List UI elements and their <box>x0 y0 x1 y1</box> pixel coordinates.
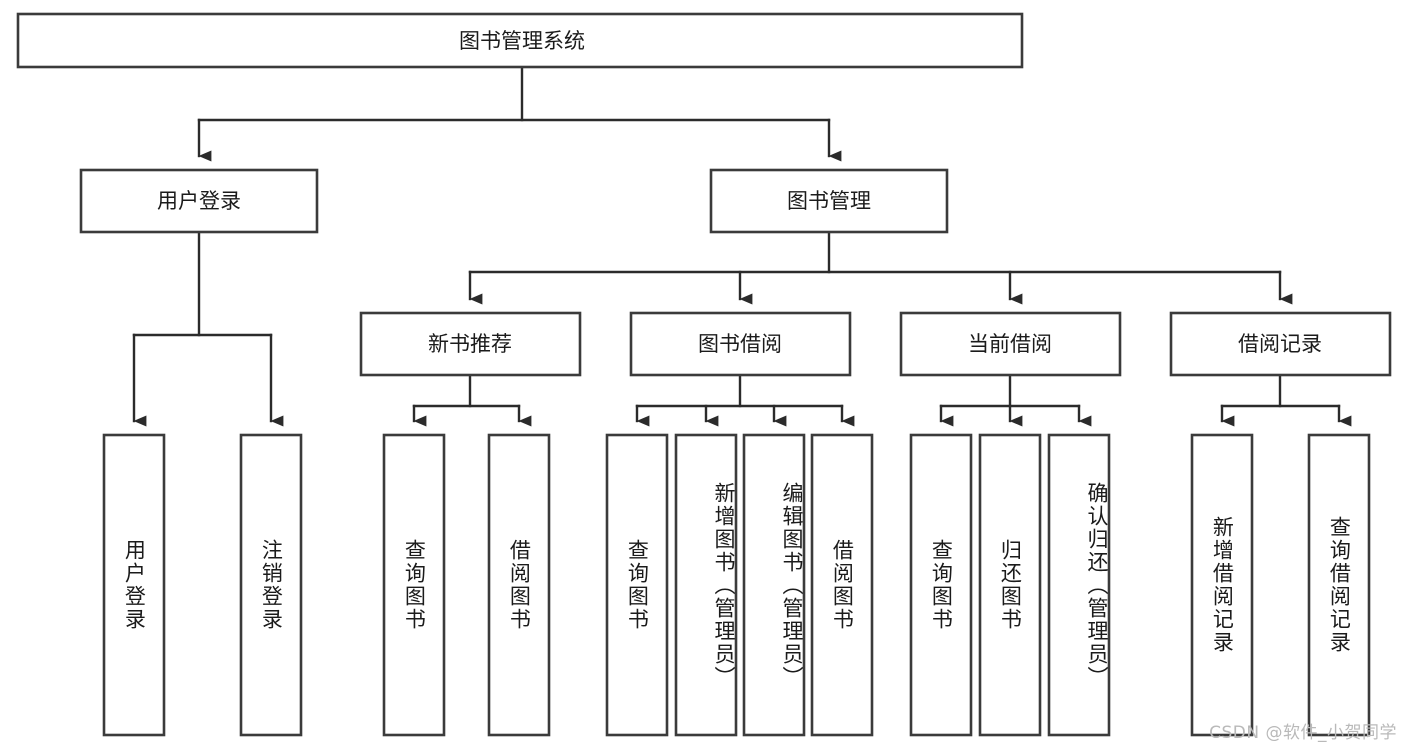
node-user-login[interactable]: 用户登录 <box>79 168 319 234</box>
node-book-borrow[interactable]: 图书借阅 <box>629 311 852 377</box>
leaf-box-add-record[interactable] <box>1190 433 1254 737</box>
leaf-box-group <box>102 433 1371 737</box>
node-root-box[interactable] <box>16 12 1024 69</box>
connector-group-root <box>197 65 842 162</box>
node-book-manage-box[interactable] <box>709 168 949 234</box>
node-user-login-label: 用户登录 <box>157 189 241 213</box>
node-current-borrow-label: 当前借阅 <box>968 332 1052 356</box>
node-root-label: 图书管理系统 <box>459 29 585 53</box>
connector-group-current-borrow <box>939 373 1092 427</box>
connector-group-borrow-record <box>1220 373 1352 427</box>
leaf-box-query-book-1[interactable] <box>382 433 446 737</box>
leaf-box-user-login[interactable] <box>102 433 166 737</box>
leaf-box-query-book-2[interactable] <box>605 433 669 737</box>
connector-group-user-login <box>132 230 284 427</box>
node-book-borrow-label: 图书借阅 <box>698 332 782 356</box>
leaf-box-query-book-3[interactable] <box>909 433 973 737</box>
node-current-borrow-box[interactable] <box>899 311 1122 377</box>
connector-group-new-book-rec <box>412 373 532 427</box>
node-book-manage[interactable]: 图书管理 <box>709 168 949 234</box>
connector-group-book-manage <box>468 230 1293 305</box>
node-borrow-record-box[interactable] <box>1169 311 1392 377</box>
node-user-login-box[interactable] <box>79 168 319 234</box>
node-book-borrow-box[interactable] <box>629 311 852 377</box>
node-new-book-rec[interactable]: 新书推荐 <box>359 311 582 377</box>
leaf-box-query-record[interactable] <box>1307 433 1371 737</box>
connector-group-book-borrow <box>635 373 855 427</box>
leaf-box-borrow-book-1[interactable] <box>487 433 551 737</box>
leaf-box-return-book[interactable] <box>978 433 1042 737</box>
node-borrow-record[interactable]: 借阅记录 <box>1169 311 1392 377</box>
csdn-watermark: CSDN @软件_小贺同学 <box>1209 723 1397 743</box>
leaf-box-add-book[interactable] <box>674 433 738 737</box>
leaf-box-logout[interactable] <box>239 433 303 737</box>
node-new-book-rec-label: 新书推荐 <box>428 332 512 356</box>
node-new-book-rec-box[interactable] <box>359 311 582 377</box>
node-root[interactable]: 图书管理系统 <box>16 12 1024 69</box>
node-borrow-record-label: 借阅记录 <box>1238 332 1322 356</box>
node-current-borrow[interactable]: 当前借阅 <box>899 311 1122 377</box>
leaf-box-confirm-return[interactable] <box>1047 433 1111 737</box>
leaf-box-edit-book[interactable] <box>742 433 806 737</box>
leaf-box-borrow-book-2[interactable] <box>810 433 874 737</box>
node-book-manage-label: 图书管理 <box>787 189 871 213</box>
